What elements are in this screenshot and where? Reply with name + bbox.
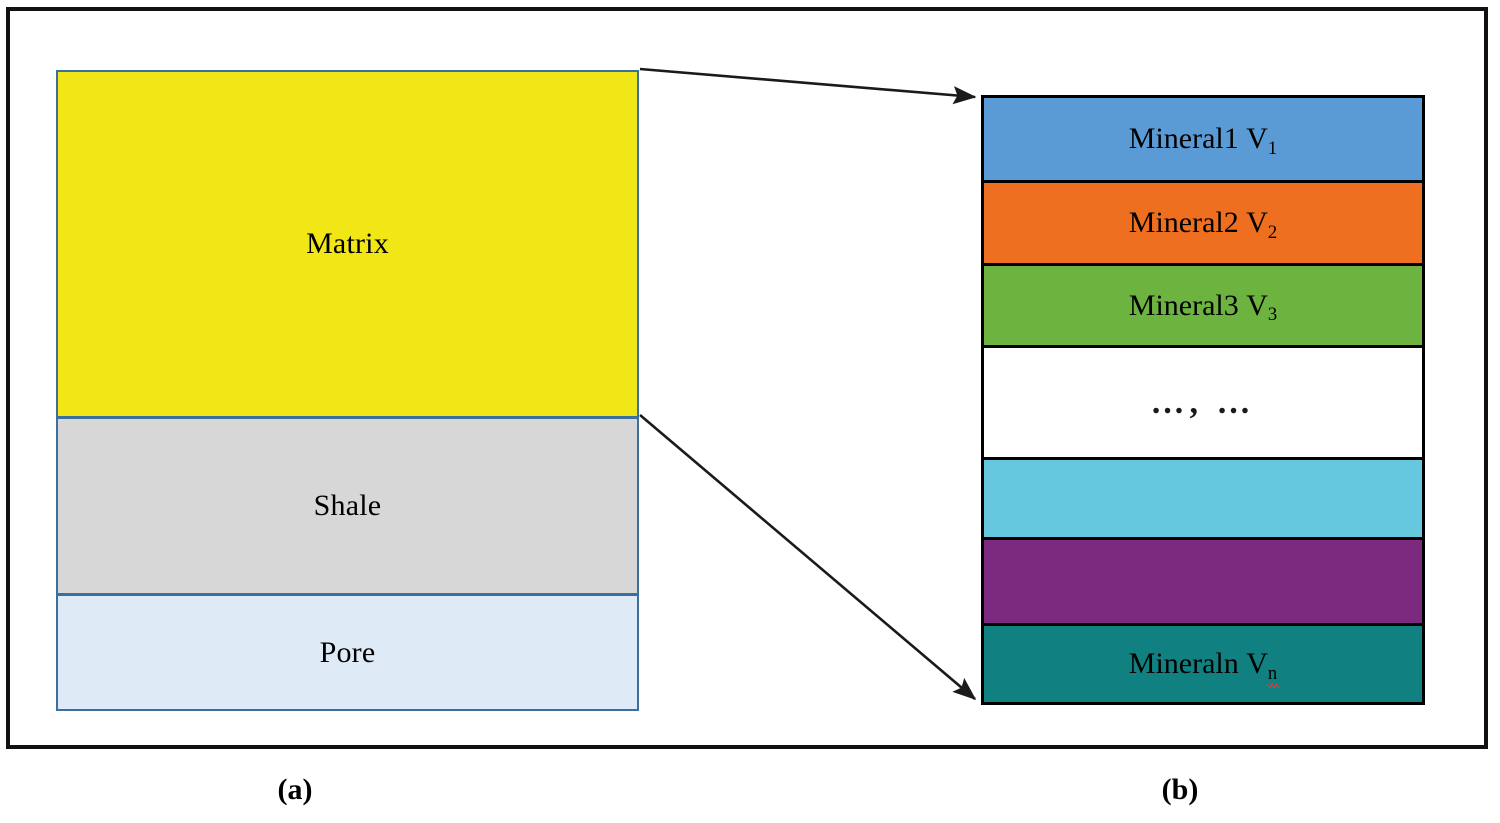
mineral-band-2-volume: V	[1246, 206, 1268, 239]
mineral-band-2-subscript: 2	[1267, 221, 1278, 243]
panel-b-caption: (b)	[1161, 773, 1199, 806]
panel-b-mineral-breakdown: Mineral1 V1 Mineral2 V2 Mineral3 V3 …, ……	[981, 95, 1425, 705]
rock-band-matrix[interactable]: Matrix	[56, 70, 639, 418]
mineral-band-ellipsis-label: …, …	[1150, 383, 1256, 421]
mineral-band-n-label: Mineraln Vn	[1128, 647, 1280, 688]
mineral-band-2-label: Mineral2 V2	[1128, 206, 1277, 242]
mineral-band-1-subscript: 1	[1267, 137, 1278, 159]
mineral-band-ellipsis: …, …	[984, 348, 1422, 460]
rock-band-pore[interactable]: Pore	[56, 594, 639, 711]
mineral-band-1[interactable]: Mineral1 V1	[984, 98, 1422, 183]
mineral-band-6[interactable]	[984, 540, 1422, 626]
mineral-band-2-name: Mineral2	[1128, 206, 1239, 239]
rock-band-pore-label: Pore	[319, 635, 376, 669]
mineral-band-n-subscript: n	[1266, 662, 1280, 688]
mineral-band-1-label: Mineral1 V1	[1128, 122, 1277, 158]
panel-a-caption: (a)	[277, 773, 313, 806]
mineral-band-2[interactable]: Mineral2 V2	[984, 183, 1422, 266]
rock-band-matrix-label: Matrix	[306, 227, 389, 260]
panel-a-rock-composition: Matrix Shale Pore	[56, 70, 639, 711]
mineral-band-3-volume: V	[1246, 288, 1268, 322]
mineral-band-1-volume: V	[1246, 122, 1268, 155]
mineral-band-n[interactable]: Mineraln Vn	[984, 626, 1422, 702]
mineral-band-3-subscript: 3	[1267, 304, 1278, 326]
mineral-band-5[interactable]	[984, 460, 1422, 540]
mineral-band-3[interactable]: Mineral3 V3	[984, 266, 1422, 348]
mineral-band-3-label: Mineral3 V3	[1128, 288, 1277, 324]
mineral-band-n-volume: V	[1246, 647, 1268, 680]
mineral-band-n-name: Mineraln	[1128, 647, 1239, 680]
rock-band-shale-label: Shale	[313, 489, 382, 522]
rock-band-shale[interactable]: Shale	[56, 417, 639, 595]
mineral-band-3-name: Mineral3	[1128, 288, 1239, 322]
mineral-band-1-name: Mineral1	[1128, 122, 1239, 155]
